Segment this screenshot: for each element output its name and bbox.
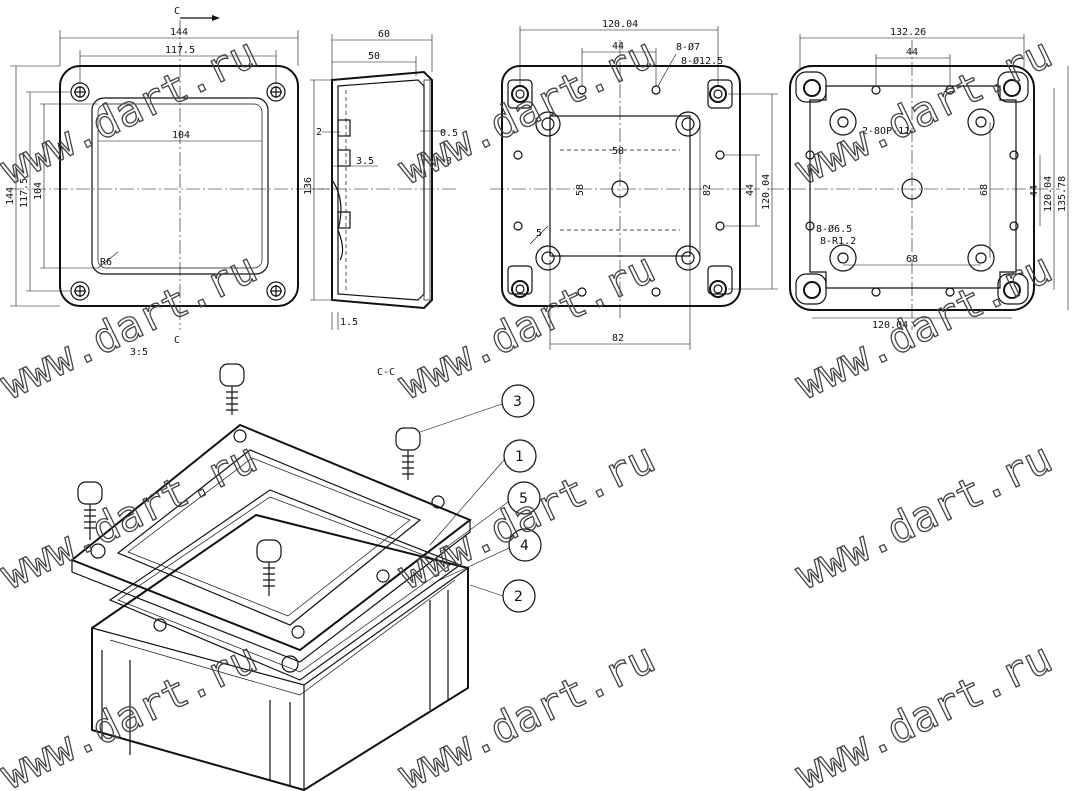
watermark: www.dart.ru [0, 433, 264, 599]
dim-inside-width: 132.26 [890, 27, 926, 38]
dim-bottom-spacing: 44 [612, 41, 624, 52]
lid-outline [59, 65, 299, 307]
dim-height: 136 [303, 177, 314, 195]
watermark: www.dart.ru [788, 243, 1059, 409]
watermark: www.dart.ru [391, 633, 662, 791]
watermark: www.dart.ru [391, 433, 662, 599]
balloon-2-label: 2 [514, 589, 523, 605]
bottom-outline [501, 65, 741, 307]
dim-height-holes: 117.5 [19, 178, 30, 208]
dim-inside-spacing: 44 [906, 47, 918, 58]
dim-inside-side-44: 44 [1029, 185, 1040, 197]
watermarks: www.dart.ru www.dart.ru www.dart.ru www.… [0, 27, 1060, 791]
balloon-2: 2 [469, 579, 536, 613]
exploded-screw-3 [77, 481, 103, 540]
dim-inside-width-holes: 120.04 [872, 320, 908, 331]
dim-width-inner: 104 [172, 130, 190, 141]
section-mark-top: C [174, 6, 180, 17]
dim-inner-58-v: 58 [575, 184, 586, 196]
balloon-4-label: 4 [520, 538, 529, 554]
balloon-3-label: 3 [513, 394, 522, 410]
lid-screw-br [266, 281, 286, 301]
dim-width-outer: 144 [170, 27, 188, 38]
dim-depth-total: 60 [378, 29, 390, 40]
part-code: 2-8OP-11 [862, 126, 910, 137]
note-holes-6-5: 8-Ø6.5 [816, 223, 852, 235]
scale-label: 3:5 [130, 347, 148, 358]
dim-bottom-side-44: 44 [745, 184, 756, 196]
dim-boss-pitch-v: 68 [979, 184, 990, 196]
dim-mount-pitch: 82 [612, 333, 624, 344]
balloon-1: 1 [429, 439, 537, 546]
dim-inner-58: 58 [612, 146, 624, 157]
section-lid-gasket [423, 79, 431, 301]
section-view: 60 50 136 2 3.5 0.5 3 1.5 C-C [303, 29, 458, 378]
lid-screw-tl [70, 82, 90, 102]
front-view: C C 144 117.5 104 144 117.5 104 R6 3:5 [5, 6, 330, 358]
dim-wall-3-5: 3.5 [356, 156, 374, 167]
exploded-box [91, 513, 469, 791]
note-holes-12-5: 8-Ø12.5 [681, 55, 723, 67]
section-arrowhead [212, 15, 220, 21]
exploded-view: 3 1 5 4 2 [70, 363, 542, 791]
inside-inner-wall [809, 85, 1017, 289]
section-title: C-C [377, 367, 395, 378]
balloon-3: 3 [419, 384, 535, 433]
dim-wall-2: 2 [316, 127, 322, 138]
watermark: www.dart.ru [788, 633, 1059, 791]
dim-depth-body: 50 [368, 51, 380, 62]
dim-bottom-side-82: 82 [702, 184, 713, 196]
exploded-screw-2 [395, 427, 421, 480]
watermark: www.dart.ru [788, 28, 1059, 194]
dim-width-holes: 117.5 [165, 45, 195, 56]
exploded-screw-1 [219, 363, 245, 415]
balloon-1-label: 1 [515, 449, 524, 465]
inside-view: 132.26 44 2-8OP-11 8-Ø6.5 8-R1.2 68 68 4… [770, 27, 1069, 331]
section-mark-bottom: C [174, 335, 180, 346]
dim-base: 1.5 [340, 317, 358, 328]
exploded-screw-4 [256, 539, 282, 596]
dim-height-inner: 104 [33, 182, 44, 200]
dim-rib: 3 [446, 156, 452, 167]
dim-bottom-height: 120.04 [761, 174, 772, 210]
note-radius-1-2: 8-R1.2 [820, 236, 856, 247]
watermark: www.dart.ru [788, 433, 1059, 599]
section-hatch-curve [331, 179, 344, 261]
dim-height-outer: 144 [5, 187, 16, 205]
watermark: www.dart.ru [0, 28, 264, 194]
dim-inside-height-outer: 135.78 [1057, 176, 1068, 212]
lid-screw-tr [266, 82, 286, 102]
dim-gasket: 0.5 [440, 128, 458, 139]
dim-boss-pitch-h: 68 [906, 254, 918, 265]
note-holes-7: 8-Ø7 [676, 41, 700, 53]
balloon-5: 5 [439, 481, 541, 553]
dim-rad-5: 5 [536, 228, 542, 239]
balloon-5-label: 5 [519, 491, 528, 507]
dim-inside-height-holes: 120.04 [1043, 176, 1054, 212]
balloon-4: 4 [439, 528, 542, 581]
lid-screw-bl [70, 281, 90, 301]
bottom-view: 120.04 44 8-Ø7 8-Ø12.5 82 120.04 44 82 5… [490, 19, 778, 350]
dim-radius: R6 [100, 257, 112, 268]
dim-bottom-width: 120.04 [602, 19, 638, 30]
